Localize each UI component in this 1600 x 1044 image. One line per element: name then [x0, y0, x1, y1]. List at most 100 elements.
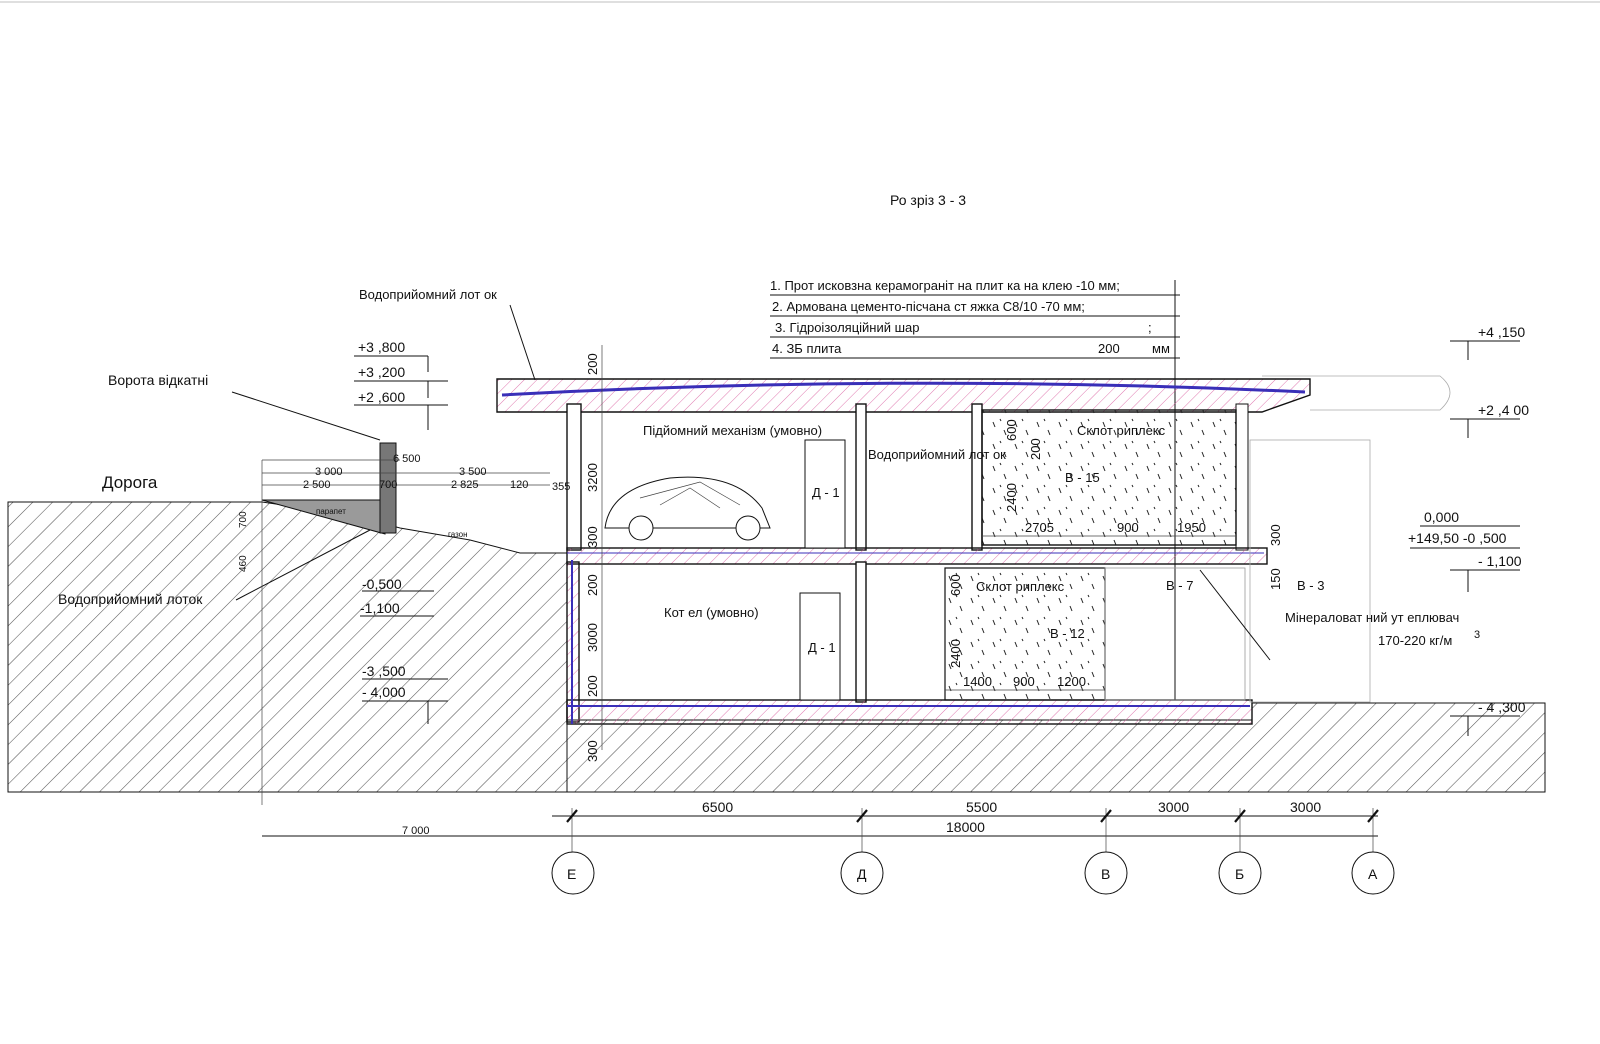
ground-floor-slab — [566, 547, 1268, 565]
site-dim-mid-5: 355 — [552, 481, 570, 493]
offset-dim: 7 000 — [402, 825, 430, 837]
glass-top-w3: 1950 — [1177, 520, 1206, 535]
gates-label: Ворота відкатні — [108, 372, 208, 388]
vdim-6: 200 — [585, 675, 600, 697]
mark-v3: В - 3 — [1297, 578, 1324, 593]
level-right-1: +4 ,150 — [1478, 324, 1525, 340]
levels-left: +3 ,800 +3 ,200 +2 ,600 -0,500 -1,100 -3… — [354, 339, 448, 724]
vdim-1: 200 — [585, 353, 600, 375]
layer-4-unit: мм — [1152, 341, 1170, 356]
lift-label: Підйомний механізм (умовно) — [643, 423, 822, 438]
bay-2: 5500 — [966, 799, 997, 815]
lawn-label: газон — [448, 530, 468, 539]
level-left-5: -1,100 — [360, 600, 400, 616]
level-left-4: -0,500 — [362, 576, 402, 592]
insulation-exponent: 3 — [1474, 629, 1480, 641]
site-dim-top-2: 3 000 — [315, 466, 343, 478]
section-title: Ро зріз 3 - 3 — [890, 192, 966, 208]
vdim-7: 300 — [585, 740, 600, 762]
level-right-4: +149,50 -0 ,500 — [1408, 530, 1507, 546]
level-right-2: +2 ,4 00 — [1478, 402, 1529, 418]
level-right-6: - 4 ,300 — [1478, 699, 1526, 715]
bay-4: 3000 — [1290, 799, 1321, 815]
site-dim-mid-2: 700 — [379, 479, 397, 491]
room-h-5: 2400 — [948, 639, 963, 668]
vdim-4: 200 — [585, 574, 600, 596]
site-height-1: 700 — [238, 511, 249, 528]
mark-v7: В - 7 — [1166, 578, 1193, 593]
water-tray-top-label: Водоприйомний лот ок — [359, 287, 497, 302]
vdim-2: 3200 — [585, 463, 600, 492]
site-dim-mid-1: 2 500 — [303, 479, 331, 491]
vdim-3: 300 — [585, 526, 600, 548]
road-label: Дорога — [102, 473, 158, 492]
bay-1: 6500 — [702, 799, 733, 815]
annex-frame — [1249, 439, 1371, 703]
layer-2: 2. Армована цементо-пісчана ст яжка С8/1… — [772, 299, 1085, 314]
sliding-gate — [379, 442, 397, 534]
axis-v: В — [1101, 866, 1110, 882]
layer-4-thickness: 200 — [1098, 341, 1120, 356]
wall-b-upper — [1235, 403, 1249, 551]
axis-d: Д — [857, 866, 867, 882]
glass-top-label: Склот риплекс — [1077, 423, 1166, 438]
axis-a: А — [1368, 866, 1378, 882]
glass-wall-bottom — [944, 567, 1106, 701]
mark-d1-bottom: Д - 1 — [808, 640, 836, 655]
axis-b: Б — [1235, 866, 1244, 882]
site-dim-top-3: 3 500 — [459, 466, 487, 478]
layer-4: 4. ЗБ плита — [772, 341, 842, 356]
room-h-2: 200 — [1028, 438, 1043, 460]
level-left-6: -3 ,500 — [362, 663, 406, 679]
site-dim-mid-3: 2 825 — [451, 479, 479, 491]
room-h-4: 600 — [948, 574, 963, 596]
level-right-3: 0,000 — [1424, 509, 1459, 525]
parapet-label: парапет — [316, 507, 346, 516]
water-tray-bottom-label: Водоприйомний лоток — [58, 591, 203, 607]
insulation-leader — [1199, 569, 1271, 661]
roof-outline-right — [1262, 375, 1451, 411]
site-dim-mid-4: 120 — [510, 479, 528, 491]
axis-e: Е — [567, 866, 576, 882]
ground-left — [7, 501, 568, 793]
wall-d-lower — [855, 561, 867, 703]
water-tray-bottom-leader — [235, 529, 371, 601]
site-height-2: 460 — [238, 555, 249, 572]
layer-1: 1. Прот исковзна керамограніт на плит ка… — [770, 278, 1120, 293]
foundation-slab — [566, 699, 1253, 725]
right-small-2: 150 — [1268, 568, 1283, 590]
level-left-1: +3 ,800 — [358, 339, 405, 355]
axis-markers: Е Д В Б А — [551, 851, 1395, 895]
layer-3: 3. Гідроізоляційний шар — [775, 320, 920, 335]
total-length: 18000 — [946, 819, 985, 835]
mark-v12: В - 12 — [1050, 626, 1085, 641]
wall-e-upper — [566, 403, 582, 551]
glass-bottom-w1: 1400 — [963, 674, 992, 689]
bay-dimensions: 6500 5500 3000 3000 18000 7 000 — [262, 799, 1379, 852]
car — [604, 476, 771, 541]
insulation-label: Мінераловат ний ут еплювач — [1285, 610, 1459, 625]
annex-glazing — [1104, 567, 1246, 701]
room-h-1: 600 — [1004, 419, 1019, 441]
level-left-7: - 4,000 — [362, 684, 406, 700]
boiler-label: Кот ел (умовно) — [664, 605, 759, 620]
bay-3: 3000 — [1158, 799, 1189, 815]
vertical-dimensions: 200 3200 300 200 3000 200 300 — [585, 345, 603, 762]
glass-wall-top — [981, 409, 1237, 546]
wall-d-upper — [855, 403, 867, 551]
room-dimensions: 600 200 2400 600 2400 2705 900 1950 1400… — [945, 419, 1283, 691]
level-right-5: - 1,100 — [1478, 553, 1522, 569]
right-small-1: 300 — [1268, 524, 1283, 546]
levels-right: +4 ,150 +2 ,4 00 0,000 +149,50 -0 ,500 -… — [1408, 324, 1529, 736]
layer-3-end: ; — [1148, 320, 1152, 335]
site-dim-top-1: 6 500 — [393, 453, 421, 465]
glass-bottom-label: Склот риплекс — [976, 579, 1065, 594]
mark-d1-top: Д - 1 — [812, 485, 840, 500]
vdim-5: 3000 — [585, 623, 600, 652]
glass-bottom-w3: 1200 — [1057, 674, 1086, 689]
floor-layers-table: 1. Прот исковзна керамограніт на плит ка… — [770, 278, 1180, 700]
glass-bottom-w2: 900 — [1013, 674, 1035, 689]
door-d1-top — [804, 439, 846, 549]
water-tray-top-leader — [509, 304, 536, 381]
water-tray-mid-label: Водоприйомний лот ок — [868, 447, 1006, 462]
